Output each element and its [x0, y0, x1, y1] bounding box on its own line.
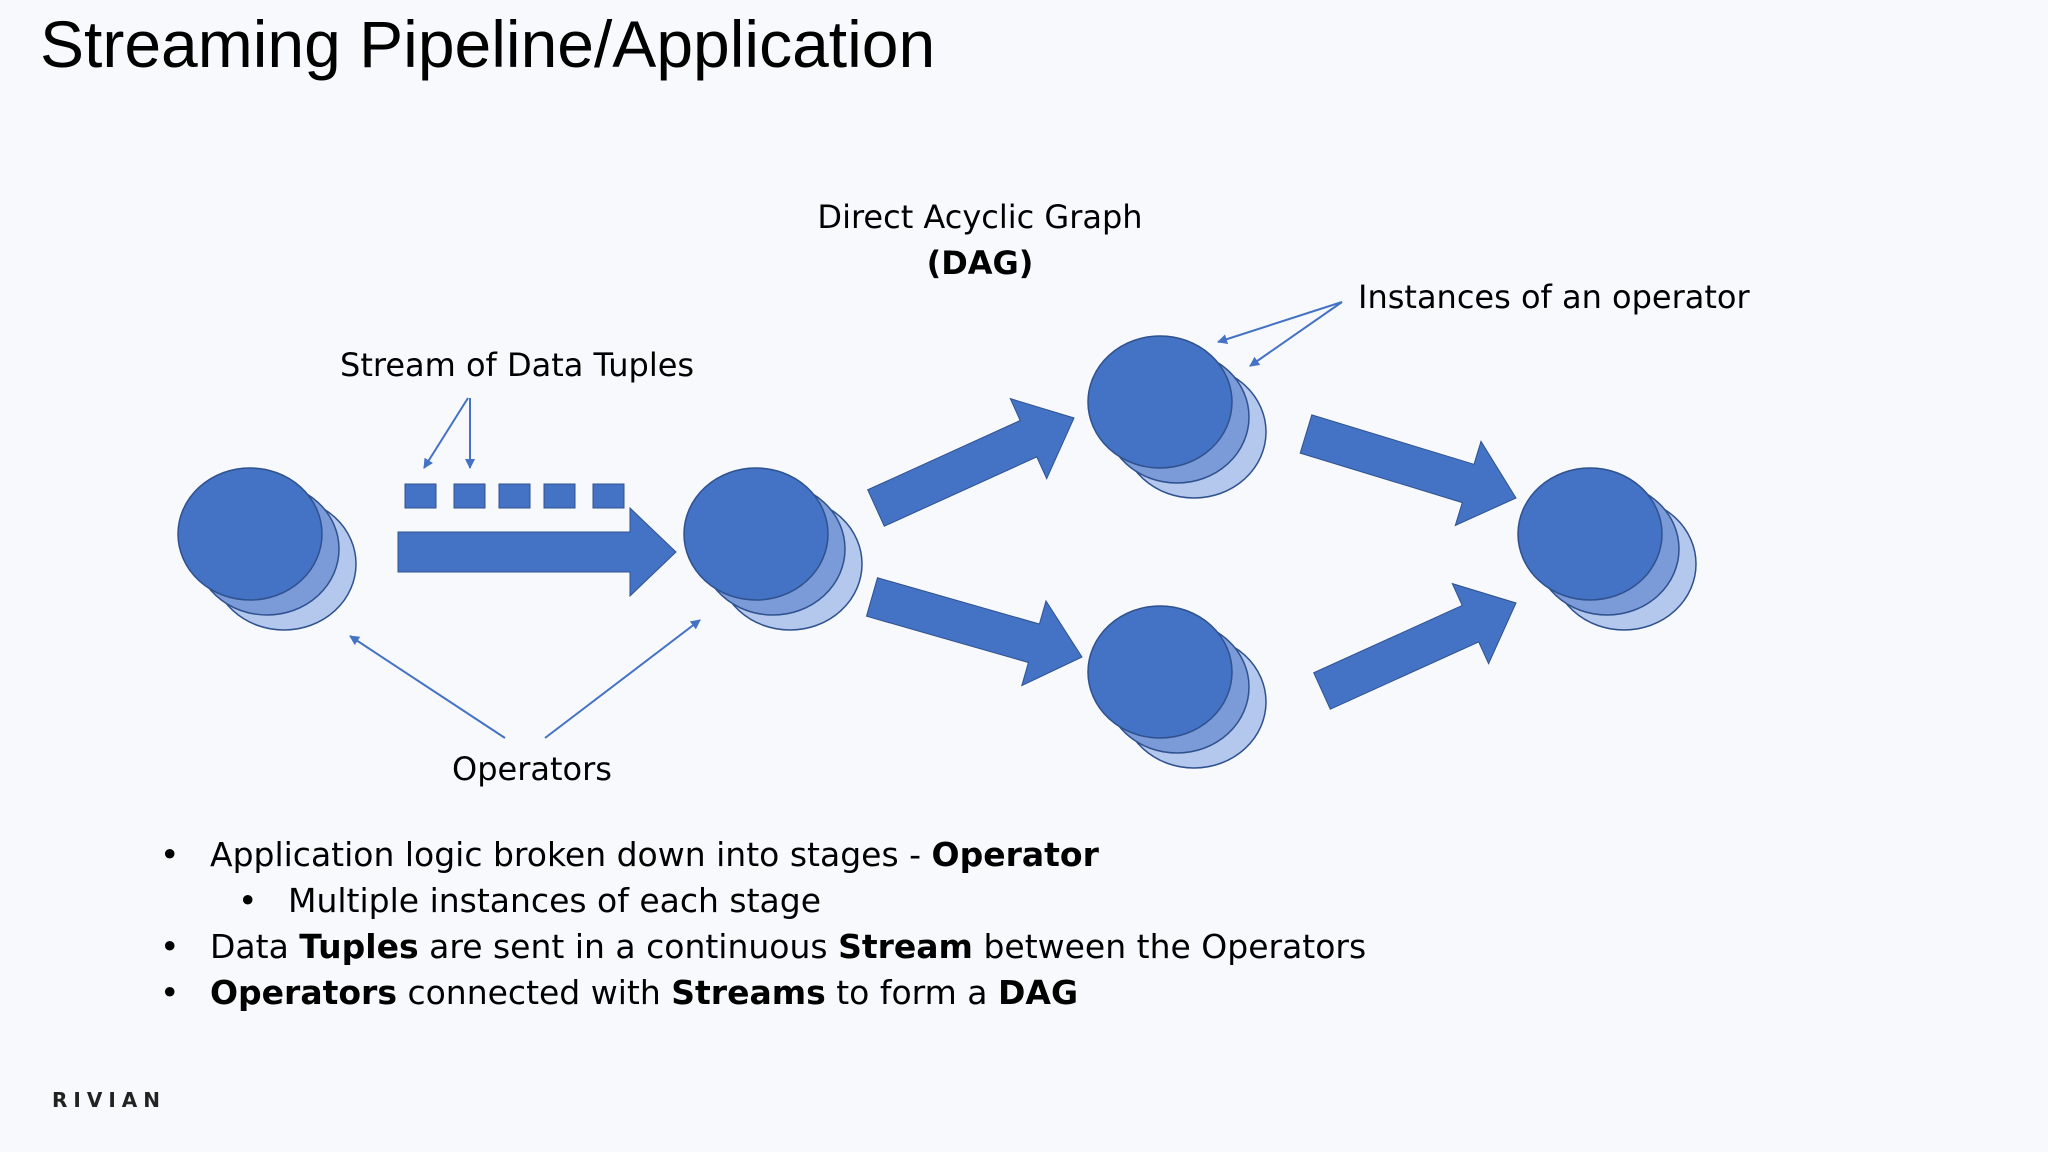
operator-instance-front: [1087, 335, 1233, 469]
bullet-emphasis: Operators: [210, 973, 397, 1012]
bullet-item: Application logic broken down into stage…: [160, 832, 1366, 878]
dag-abbreviation: (DAG): [926, 244, 1034, 282]
bullet-emphasis: Stream: [838, 927, 973, 966]
sub-bullet-item: Multiple instances of each stage: [160, 878, 1366, 924]
bullet-emphasis: Operator: [931, 835, 1099, 874]
operator-stack: [683, 467, 863, 631]
bullet-item: Operators connected with Streams to form…: [160, 970, 1366, 1016]
data-tuple: [592, 483, 625, 509]
pointer-line: [1249, 301, 1343, 367]
operators-label: Operators: [452, 750, 612, 788]
bullet-emphasis: DAG: [998, 973, 1079, 1012]
stream-arrow: [1299, 414, 1517, 527]
operator-stack: [1087, 605, 1267, 769]
dag-title-text: Direct Acyclic Graph: [817, 198, 1143, 236]
operator-instance-front: [177, 467, 323, 601]
data-tuple: [543, 483, 576, 509]
operator-instance-front: [683, 467, 829, 601]
rivian-logo: RIVIAN: [52, 1088, 166, 1112]
bullet-emphasis: Tuples: [299, 927, 419, 966]
stream-arrow: [865, 577, 1083, 687]
dag-title: Direct Acyclic Graph (DAG): [760, 194, 1200, 286]
stream-label: Stream of Data Tuples: [340, 346, 695, 384]
pointer-line: [349, 635, 506, 739]
bullet-list: Application logic broken down into stage…: [160, 832, 1366, 1016]
data-tuple: [404, 483, 437, 509]
slide-title: Streaming Pipeline/Application: [40, 7, 936, 81]
bullet-text: Data: [210, 927, 300, 966]
stream-arrow: [1313, 582, 1517, 710]
instances-label: Instances of an operator: [1358, 278, 1750, 316]
stream-arrow: [397, 506, 677, 598]
bullet-text: between the Operators: [972, 927, 1367, 966]
pointer-line: [423, 397, 469, 469]
bullet-item: Data Tuples are sent in a continuous Str…: [160, 924, 1366, 970]
bullet-text: are sent in a continuous: [418, 927, 839, 966]
bullet-emphasis: Streams: [671, 973, 826, 1012]
pointer-line: [544, 619, 701, 739]
operator-stack: [1087, 335, 1267, 499]
bullet-text: Application logic broken down into stage…: [210, 835, 932, 874]
data-tuple: [453, 483, 486, 509]
pointer-line: [1217, 301, 1343, 344]
operator-instance-front: [1087, 605, 1233, 739]
stream-arrow: [867, 397, 1075, 527]
bullet-text: Multiple instances of each stage: [288, 881, 822, 920]
data-tuple: [498, 483, 531, 509]
operator-instance-front: [1517, 467, 1663, 601]
bullet-text: connected with: [396, 973, 672, 1012]
bullet-text: to form a: [825, 973, 999, 1012]
operator-stack: [1517, 467, 1697, 631]
operator-stack: [177, 467, 357, 631]
